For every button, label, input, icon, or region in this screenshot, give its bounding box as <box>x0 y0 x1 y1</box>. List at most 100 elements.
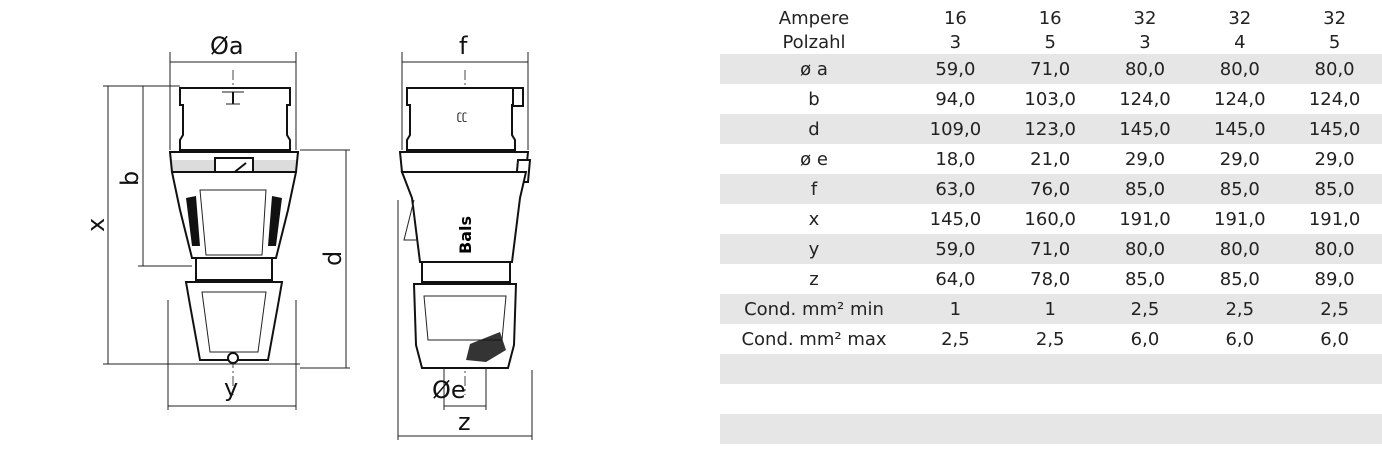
table-value: 6,0 <box>1225 328 1255 350</box>
table-value: 85,0 <box>1219 178 1260 200</box>
table-value: 145,0 <box>1119 118 1171 140</box>
side-view: Øa b x y <box>82 32 300 410</box>
header-value: 32 <box>1228 7 1252 29</box>
svg-text:Bals: Bals <box>456 216 475 254</box>
table-value: 6,0 <box>1130 328 1160 350</box>
table-row: Cond. mm² min 1 1 2,5 2,5 2,5 <box>720 294 1382 324</box>
table-label: f <box>810 178 818 200</box>
table-value: 80,0 <box>1124 238 1166 260</box>
table-value: 85,0 <box>1314 178 1355 200</box>
table-value: 94,0 <box>935 88 976 110</box>
table-row: Cond. mm² max 2,5 2,5 6,0 6,0 6,0 <box>720 324 1382 354</box>
dim-label-oe: Øe <box>432 376 466 404</box>
empty-row <box>720 414 1382 444</box>
table-row: ø e 18,0 21,0 29,0 29,0 29,0 <box>720 144 1382 174</box>
table-value: 6,0 <box>1320 328 1349 350</box>
table-value: 63,0 <box>935 178 976 200</box>
table-value: 2,5 <box>1130 298 1160 320</box>
table-label: ø e <box>800 148 828 170</box>
header-label: Polzahl <box>782 31 846 53</box>
table-value: 80,0 <box>1219 238 1260 260</box>
table-row: b 94,0 103,0 124,0 124,0 124,0 <box>720 84 1382 114</box>
table-value: 29,0 <box>1219 148 1260 170</box>
table-label: b <box>808 88 820 110</box>
dim-label-b: b <box>116 171 144 186</box>
svg-text:ʗʗ: ʗʗ <box>457 112 467 123</box>
table-value: 80,0 <box>1219 58 1260 80</box>
table-label: d <box>808 118 820 140</box>
table-row: f 63,0 76,0 85,0 85,0 85,0 <box>720 174 1382 204</box>
table-value: 145,0 <box>929 208 982 230</box>
front-view: ʗʗ Bals f d Øe z <box>300 32 533 440</box>
table-value: 76,0 <box>1030 178 1071 200</box>
table-label: x <box>808 208 820 230</box>
table-value: 85,0 <box>1124 178 1166 200</box>
dim-label-f: f <box>459 32 468 60</box>
dim-label-z: z <box>458 408 471 436</box>
table-label: y <box>808 238 820 260</box>
dim-label-oa: Øa <box>210 32 244 60</box>
table-value: 85,0 <box>1124 268 1166 290</box>
table-value: 109,0 <box>929 118 982 140</box>
header-value: 32 <box>1133 7 1157 29</box>
table-value: 21,0 <box>1030 148 1071 170</box>
header-value: 32 <box>1323 7 1347 29</box>
table-value: 145,0 <box>1214 118 1266 140</box>
table-value: 124,0 <box>1214 88 1266 110</box>
header-value: 5 <box>1328 31 1341 53</box>
table-value: 2,5 <box>1320 298 1349 320</box>
table-value: 59,0 <box>935 238 976 260</box>
table-value: 160,0 <box>1024 208 1076 230</box>
dim-label-d: d <box>319 251 347 266</box>
table-row: x 145,0 160,0 191,0 191,0 191,0 <box>720 204 1382 234</box>
header-label: Ampere <box>778 7 850 29</box>
table-value: 191,0 <box>1214 208 1266 230</box>
table-row: ø a 59,0 71,0 80,0 80,0 80,0 <box>720 54 1382 84</box>
table-value: 80,0 <box>1314 238 1355 260</box>
header-value: 3 <box>1139 31 1151 53</box>
table-value: 2,5 <box>1225 298 1255 320</box>
table-value: 1 <box>949 298 962 320</box>
table-label: Cond. mm² max <box>741 328 887 350</box>
table-value: 29,0 <box>1314 148 1355 170</box>
table-value: 80,0 <box>1314 58 1355 80</box>
table-value: 71,0 <box>1030 238 1071 260</box>
table-value: 29,0 <box>1124 148 1166 170</box>
header-value: 4 <box>1234 31 1246 53</box>
table-value: 123,0 <box>1024 118 1076 140</box>
table-value: 78,0 <box>1030 268 1071 290</box>
table-value: 80,0 <box>1124 58 1166 80</box>
dim-label-y: y <box>224 374 238 402</box>
header-value: 16 <box>1038 7 1062 29</box>
header-value: 16 <box>943 7 967 29</box>
table-value: 2,5 <box>941 328 970 350</box>
empty-row <box>720 354 1382 384</box>
table-value: 85,0 <box>1219 268 1260 290</box>
table-value: 64,0 <box>935 268 976 290</box>
table-row: y 59,0 71,0 80,0 80,0 80,0 <box>720 234 1382 264</box>
header-value: 5 <box>1044 31 1056 53</box>
table-label: Cond. mm² min <box>744 298 884 320</box>
table-value: 145,0 <box>1308 118 1361 140</box>
table-value: 59,0 <box>935 58 976 80</box>
header-row: Ampere 16 16 32 32 32 <box>720 6 1382 30</box>
table-value: 2,5 <box>1035 328 1065 350</box>
header-value: 3 <box>949 31 962 53</box>
dim-label-x: x <box>82 218 110 232</box>
table-value: 1 <box>1044 298 1056 320</box>
technical-drawing: Øa b x y ʗʗ Bals <box>82 32 533 440</box>
table-label: ø a <box>800 58 828 80</box>
table-value: 191,0 <box>1119 208 1171 230</box>
table-value: 124,0 <box>1308 88 1361 110</box>
header-row: Polzahl 3 5 3 4 5 <box>720 30 1382 54</box>
table-value: 191,0 <box>1308 208 1361 230</box>
table-value: 71,0 <box>1030 58 1071 80</box>
table-row: d 109,0 123,0 145,0 145,0 145,0 <box>720 114 1382 144</box>
table-value: 18,0 <box>935 148 976 170</box>
table-value: 124,0 <box>1119 88 1171 110</box>
table-value: 103,0 <box>1024 88 1076 110</box>
empty-row <box>720 384 1382 414</box>
table-value: 89,0 <box>1314 268 1355 290</box>
